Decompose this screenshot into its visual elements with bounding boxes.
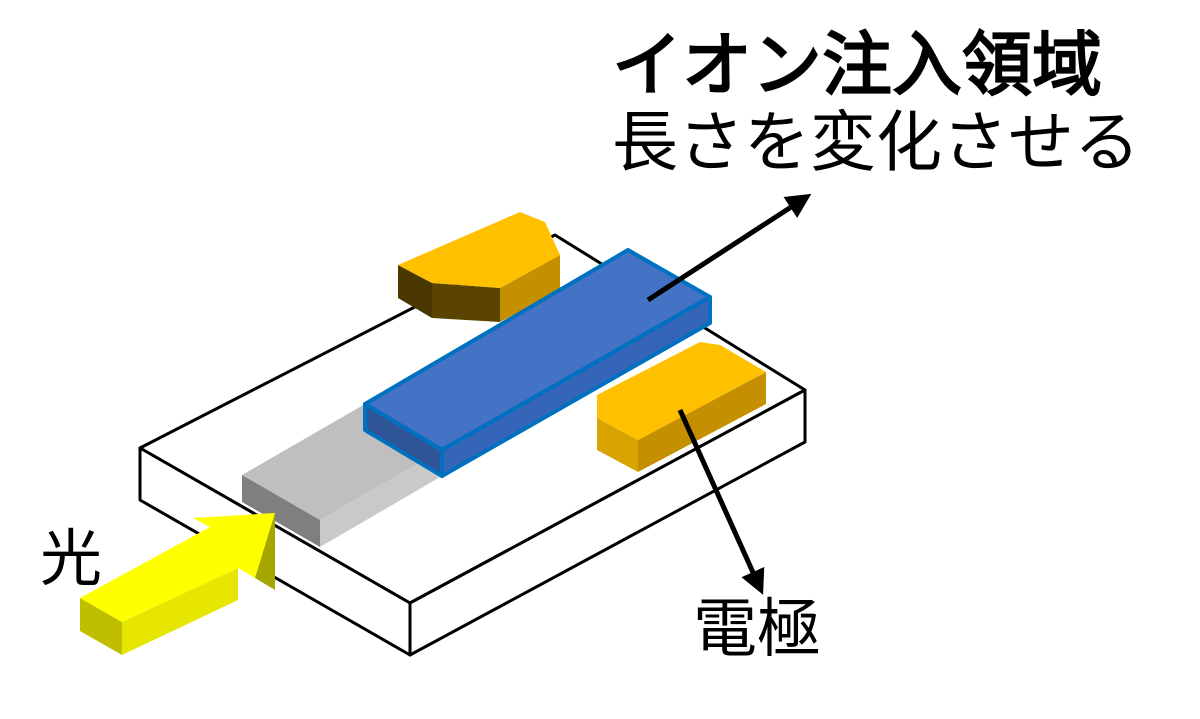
electrode-front-right bbox=[638, 372, 766, 472]
electrode-back bbox=[398, 212, 560, 322]
ion-region-title: イオン注入領域 bbox=[612, 24, 1102, 106]
light-arrow bbox=[80, 513, 275, 655]
light-arrow-shaft-front bbox=[80, 598, 122, 655]
ion-implant-region bbox=[363, 248, 712, 478]
waveguide-right bbox=[320, 450, 442, 547]
electrode-label: 電極 bbox=[693, 593, 821, 667]
electrode-pointer-arrow bbox=[677, 408, 765, 595]
ion-region-subtitle: 長さを変化させる bbox=[612, 104, 1140, 181]
electrode-back-front bbox=[432, 283, 500, 322]
ion-region-pointer-arrow bbox=[646, 193, 812, 303]
light-label: 光 bbox=[40, 522, 103, 595]
light-arrow-body bbox=[80, 513, 275, 622]
ion-region-right bbox=[440, 295, 712, 478]
electrode-back-side bbox=[398, 265, 432, 318]
electrode-front-top bbox=[597, 342, 766, 440]
light-arrow-shaft-side bbox=[122, 568, 238, 655]
electrode-front-front bbox=[597, 418, 638, 472]
substrate-right bbox=[408, 388, 807, 657]
electrode-back-right bbox=[500, 255, 560, 322]
waveguide-front bbox=[242, 475, 320, 547]
electrode-front bbox=[597, 342, 766, 472]
electrode-back-top bbox=[398, 212, 560, 288]
